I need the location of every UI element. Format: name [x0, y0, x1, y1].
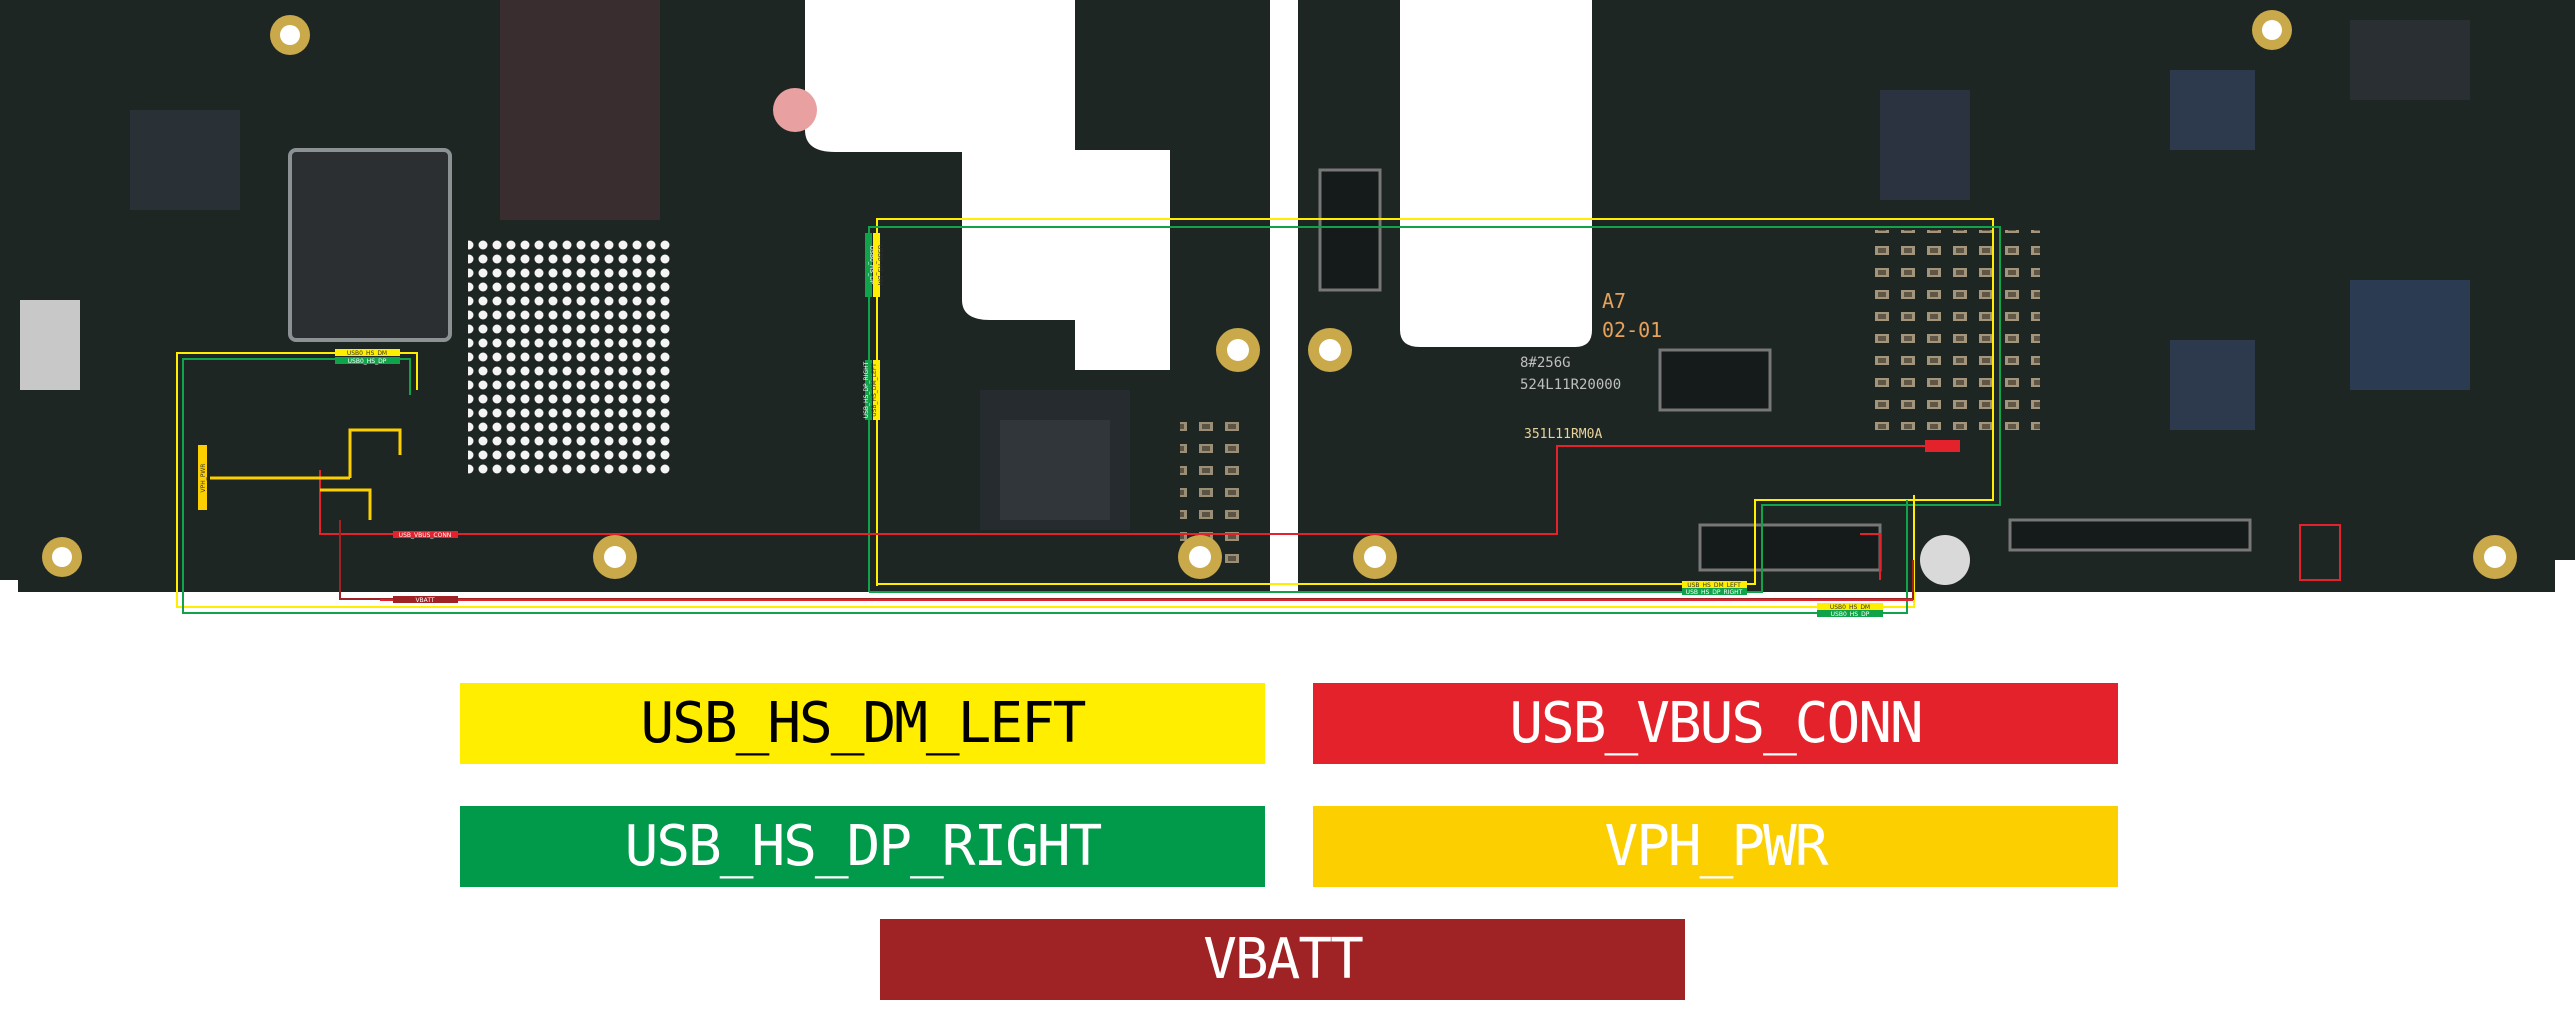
legend-label: USB_HS_DP_RIGHT [624, 814, 1103, 879]
net-tag-usb0-hs-dp-left: USB0_HS_DP [335, 357, 400, 365]
silkscreen-code3: 351L11RM0A [1524, 427, 1602, 442]
net-tag-usb-vbus-conn: USB_VBUS_CONN [393, 531, 458, 539]
legend-vph-pwr: VPH_PWR [1313, 806, 2118, 887]
net-tag-vph-pwr: VPH_PWR [198, 445, 207, 510]
legend-usb-vbus-conn: USB_VBUS_CONN [1313, 683, 2118, 764]
legend-label: USB_VBUS_CONN [1509, 691, 1923, 756]
net-tag-usb0-hs-dp-bottom: USB0_HS_DP [1817, 610, 1883, 618]
svg-text:USB0_HS_DP: USB0_HS_DP [348, 358, 387, 365]
legend-vbatt: VBATT [880, 919, 1685, 1000]
net-tag-usb0-hs-dm-left: USB0_HS_DM [335, 349, 400, 357]
silkscreen-rev: 02-01 [1602, 318, 1662, 342]
trace-vbus-right [2299, 524, 2341, 581]
legend-usb-hs-dp-right: USB_HS_DP_RIGHT [460, 806, 1265, 887]
svg-text:VPH_PWR: VPH_PWR [200, 464, 207, 493]
legend-label: USB_HS_DM_LEFT [640, 691, 1086, 756]
svg-text:USB0_HS_DM: USB0_HS_DM [1830, 604, 1870, 611]
svg-text:USB0_HS_DM: USB0_HS_DM [347, 350, 387, 357]
net-tag-usb-hs-dm-left: USB_HS_DM_LEFT [1682, 581, 1747, 589]
legend-usb-hs-dm-left: USB_HS_DM_LEFT [460, 683, 1265, 764]
svg-text:USB0_HS_DP: USB0_HS_DP [1831, 611, 1870, 618]
trace-usb-hs-dp [868, 226, 2001, 593]
net-tag-usb0-hs-dm-vertical: USB0_HS_DM [873, 233, 883, 297]
svg-text:USB_HS_DP_RIGHT: USB_HS_DP_RIGHT [1686, 589, 1743, 596]
trace-usb-hs-dm [876, 218, 1994, 586]
trace-vph-pwr [210, 428, 402, 520]
silkscreen-a7: A7 [1602, 289, 1626, 313]
board-components [20, 0, 2517, 585]
net-tag-usb-hs-dp-right-vertical: USB_HS_DP_RIGHT [863, 360, 872, 420]
legend-label: VBATT [1203, 927, 1364, 992]
silkscreen-code2: 524L11R20000 [1520, 377, 1621, 393]
trace-usb-vbus-conn [319, 445, 1925, 580]
pcb-board-diagram: A7 02-01 8#256G 524L11R20000 351L11RM0A … [0, 0, 2575, 618]
silkscreen-code1: 8#256G [1520, 355, 1571, 371]
net-tag-usb-hs-dp-right: USB_HS_DP_RIGHT [1682, 588, 1747, 596]
svg-text:USB0_HS_DM: USB0_HS_DM [876, 245, 883, 285]
net-tag-usb0-hs-dm-bottom: USB0_HS_DM [1817, 603, 1883, 611]
net-tag-usb-hs-dm-left-vertical: USB_HS_DM_LEFT [871, 360, 880, 420]
legend-label: VPH_PWR [1604, 814, 1828, 879]
svg-text:VBATT: VBATT [415, 597, 434, 604]
svg-text:USB0_HS_DP: USB0_HS_DP [868, 246, 875, 285]
trace-usb0-hs-dp-outer [182, 358, 1908, 614]
svg-text:USB_HS_DM_LEFT: USB_HS_DM_LEFT [871, 363, 878, 417]
net-tag-usb0-hs-dp-vertical: USB0_HS_DP [865, 233, 875, 297]
board-cutouts [0, 0, 2575, 592]
net-tag-vbatt: VBATT [393, 596, 458, 604]
svg-text:USB_HS_DP_RIGHT: USB_HS_DP_RIGHT [863, 361, 870, 418]
svg-text:USB_VBUS_CONN: USB_VBUS_CONN [399, 532, 452, 539]
vbus-pads [1925, 440, 1960, 452]
svg-text:USB_HS_DM_LEFT: USB_HS_DM_LEFT [1687, 582, 1741, 589]
